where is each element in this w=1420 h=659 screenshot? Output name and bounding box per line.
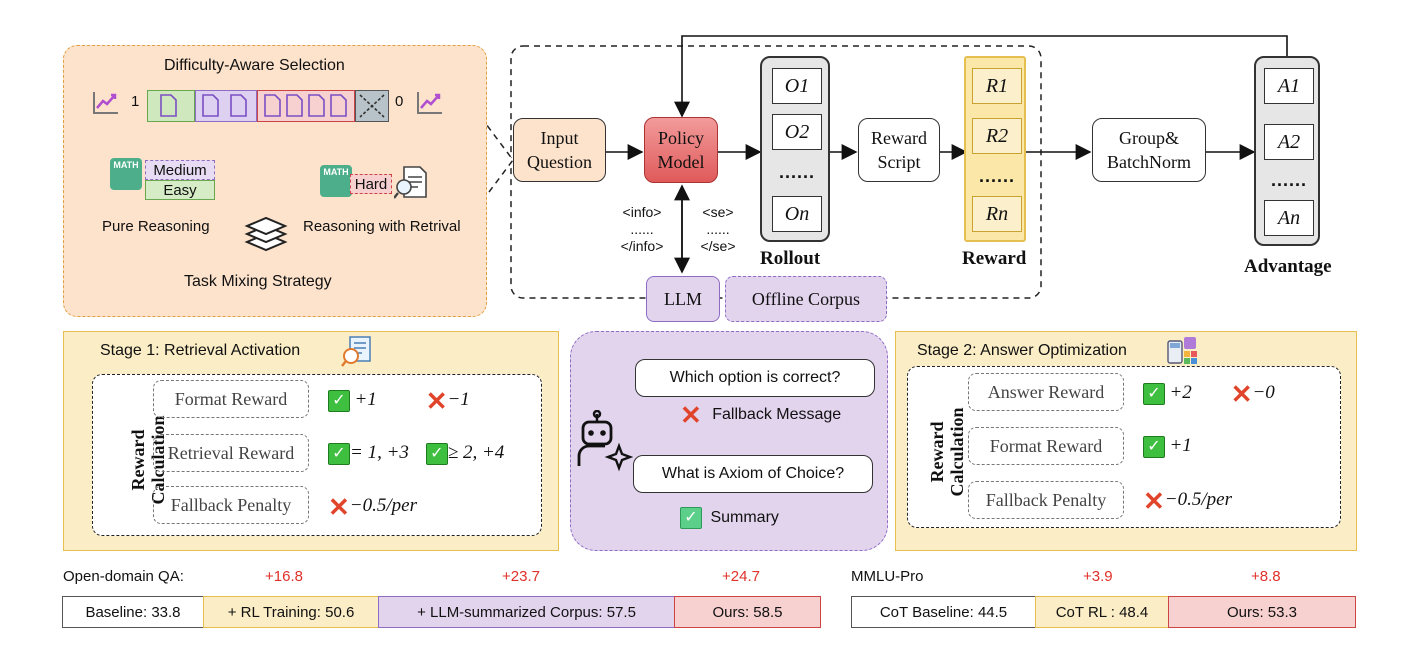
qa-delta-2: +23.7 xyxy=(502,568,540,585)
reward-item: Rn xyxy=(972,196,1022,232)
stage2-fallback-penalty: Fallback Penalty xyxy=(968,481,1124,519)
info-open: <info> xyxy=(622,204,662,220)
cross-icon: ✕ xyxy=(425,385,448,416)
advantage-stack: A1 A2 ...... An xyxy=(1254,56,1320,246)
layers-icon xyxy=(244,216,288,252)
advantage-dots: ...... xyxy=(1270,170,1307,190)
selection-title: Difficulty-Aware Selection xyxy=(164,57,345,74)
math-book-icon: MATH xyxy=(110,158,142,190)
stage2-answer-values: ✓ +2 ✕−0 xyxy=(1143,378,1275,409)
reward-item: R1 xyxy=(972,68,1022,104)
pure-reasoning: Pure Reasoning xyxy=(102,218,210,235)
reasoning-retrieval: Reasoning with Retrival xyxy=(303,218,461,235)
cross-icon: ✕ xyxy=(680,400,702,430)
qa-delta-3: +24.7 xyxy=(722,568,760,585)
rollout-item: O2 xyxy=(772,114,822,150)
stage1-retrieval-values: ✓= 1, +3 ✓≥ 2, +4 xyxy=(328,442,504,465)
stage1-fallback-values: ✕−0.5/per xyxy=(328,491,417,522)
qa-label: Open-domain QA: xyxy=(63,568,184,585)
info-tags: <info> ...... </info> xyxy=(612,204,672,255)
retrieval-search-icon xyxy=(341,336,371,367)
qa-delta-1: +16.8 xyxy=(265,568,303,585)
scale-low: 0 xyxy=(395,93,404,110)
check-icon: ✓ xyxy=(1143,435,1165,458)
advantage-label: Advantage xyxy=(1244,256,1332,277)
group-norm-box: Group& BatchNorm xyxy=(1092,118,1206,182)
difficulty-strip xyxy=(147,90,389,122)
qa-bar-ours: Ours: 58.5 xyxy=(674,596,821,628)
stage2-format-reward: Format Reward xyxy=(968,427,1124,465)
stage2-title: Stage 2: Answer Optimization xyxy=(917,342,1127,359)
cross-icon: ✕ xyxy=(1230,378,1253,409)
rollout-item: O1 xyxy=(772,68,822,104)
mmlu-bar-cot-rl: CoT RL : 48.4 xyxy=(1035,596,1169,628)
stage1-fallback-penalty: Fallback Penalty xyxy=(153,486,309,524)
easy-label: Easy xyxy=(145,180,215,200)
reward-label: Reward xyxy=(962,248,1027,269)
rollout-label: Rollout xyxy=(760,248,821,269)
retrieval-doc-icon xyxy=(394,166,427,199)
llm-box: LLM xyxy=(646,276,720,322)
input-question-box: Input Question xyxy=(513,118,606,182)
stage1-reward-frame xyxy=(92,374,542,536)
rollout-dots: ...... xyxy=(778,162,815,182)
se-close: </se> xyxy=(700,238,736,254)
medium-label: Medium xyxy=(145,160,215,180)
advantage-item: A2 xyxy=(1264,124,1314,160)
advantage-item: An xyxy=(1264,200,1314,236)
question-bubble-2: What is Axiom of Choice? xyxy=(633,455,873,493)
qa-bar-corpus: + LLM-summarized Corpus: 57.5 xyxy=(378,596,675,628)
advantage-item: A1 xyxy=(1264,68,1314,104)
mmlu-bar-ours: Ours: 53.3 xyxy=(1168,596,1356,628)
stage1-title: Stage 1: Retrieval Activation xyxy=(100,342,301,359)
calculator-icon xyxy=(1167,337,1197,364)
stage1-format-values: ✓ +1 ✕−1 xyxy=(328,385,470,416)
se-dots: ...... xyxy=(706,221,730,237)
reward-script-box: Reward Script xyxy=(858,118,940,182)
check-icon: ✓ xyxy=(328,389,350,412)
mmlu-delta-2: +8.8 xyxy=(1251,568,1281,585)
doc-icon xyxy=(160,94,177,117)
hard-label: Hard xyxy=(350,174,392,194)
rollout-item: On xyxy=(772,196,822,232)
reward-dots: ...... xyxy=(978,166,1015,186)
stage1-retrieval-reward: Retrieval Reward xyxy=(153,434,309,472)
stage2-format-values: ✓ +1 xyxy=(1143,435,1192,458)
check-icon: ✓ xyxy=(328,442,350,465)
policy-model-box: Policy Model xyxy=(644,117,718,183)
info-close: </info> xyxy=(620,238,664,254)
mmlu-label: MMLU-Pro xyxy=(851,568,924,585)
question-bubble-1: Which option is correct? xyxy=(635,359,875,397)
check-icon: ✓ xyxy=(1143,382,1165,405)
mmlu-delta-1: +3.9 xyxy=(1083,568,1113,585)
stage1-format-reward: Format Reward xyxy=(153,380,309,418)
se-tags: <se> ...... </se> xyxy=(690,204,746,255)
cross-icon: ✕ xyxy=(328,491,350,522)
offline-corpus-box: Offline Corpus xyxy=(725,276,887,322)
reward-stack: R1 R2 ...... Rn xyxy=(964,56,1026,242)
summary-row: ✓ Summary xyxy=(680,507,779,529)
trend-up-icon xyxy=(93,92,118,114)
stage2-reward-frame xyxy=(907,366,1341,528)
info-dots: ...... xyxy=(630,221,654,237)
check-icon: ✓ xyxy=(680,507,702,529)
cross-icon: ✕ xyxy=(1143,485,1165,516)
trend-up-icon-right xyxy=(417,92,442,114)
robot-icon xyxy=(577,410,633,472)
check-icon: ✓ xyxy=(425,442,448,465)
se-open: <se> xyxy=(702,204,734,220)
qa-bar-baseline: Baseline: 33.8 xyxy=(62,596,204,628)
stage2-fallback-values: ✕−0.5/per xyxy=(1143,485,1232,516)
task-mixing: Task Mixing Strategy xyxy=(184,273,332,290)
mmlu-bar-cot: CoT Baseline: 44.5 xyxy=(851,596,1036,628)
reward-item: R2 xyxy=(972,118,1022,154)
scale-high: 1 xyxy=(131,93,140,110)
rollout-stack: O1 O2 ...... On xyxy=(760,56,830,242)
math-book-icon-hard: MATH xyxy=(320,165,352,197)
qa-bar-rl: + RL Training: 50.6 xyxy=(203,596,379,628)
fallback-row: ✕ Fallback Message xyxy=(680,400,842,430)
stage2-answer-reward: Answer Reward xyxy=(968,373,1124,411)
